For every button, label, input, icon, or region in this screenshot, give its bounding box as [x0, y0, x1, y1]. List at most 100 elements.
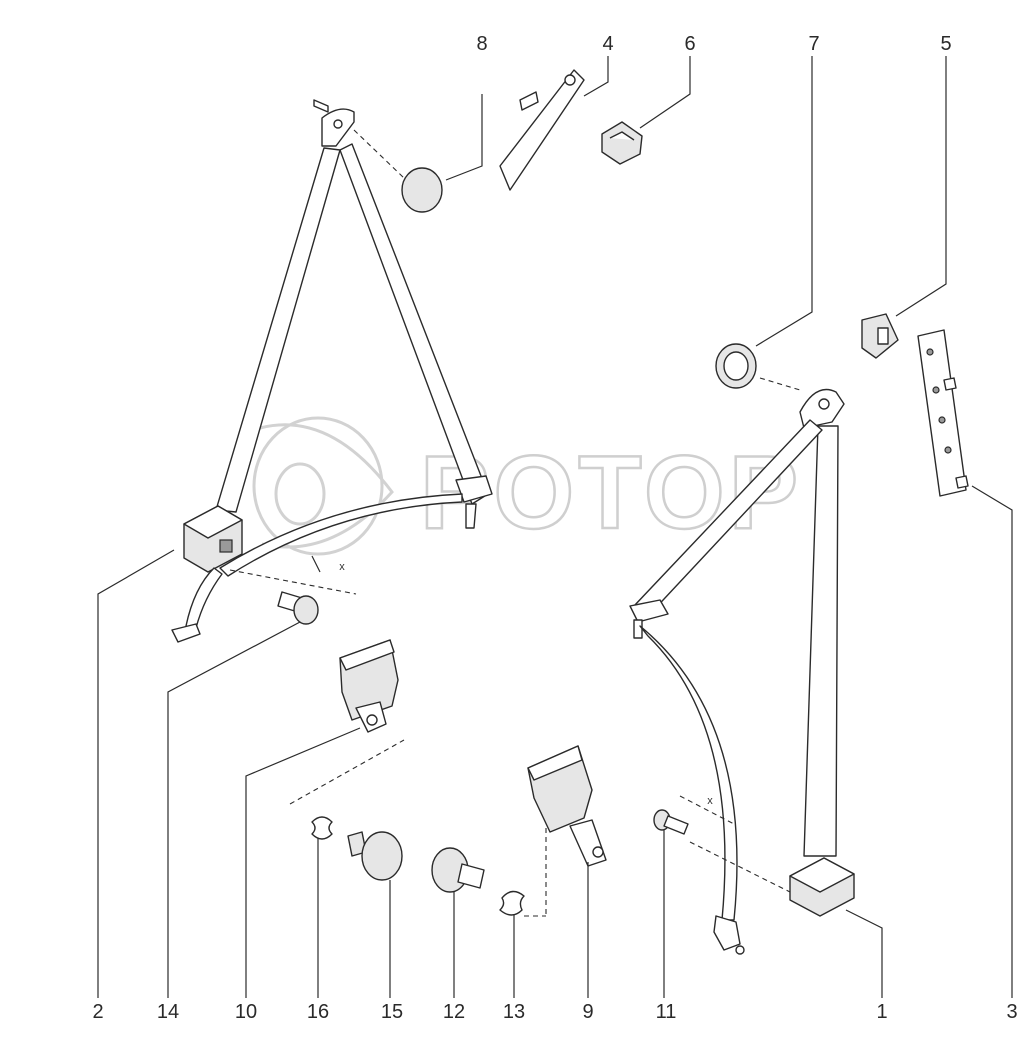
buckle-9-hole: [592, 846, 604, 858]
part-10-buckle: [289, 639, 405, 805]
right-belt-assembly: x: [629, 388, 855, 955]
callout-7: 7: [808, 33, 819, 55]
right-guide-tab: [633, 619, 643, 639]
right-retractor-dash: [689, 841, 791, 893]
callout-14: 14: [157, 1001, 179, 1023]
cap-7-dash: [759, 377, 801, 391]
right-lap-webbing: [639, 625, 738, 921]
leader-3: [971, 485, 1013, 998]
callout-11: 11: [656, 1001, 677, 1023]
buckle-10-dash: [289, 739, 405, 805]
left-anchor-stud: [313, 99, 329, 113]
callout-13: 13: [503, 1001, 525, 1023]
buckle-9-top: [527, 745, 583, 781]
watermark-logo-arc: [259, 423, 394, 549]
clip-6-body: [601, 121, 643, 165]
bolt-15-head: [361, 831, 403, 881]
leader-10: [245, 727, 361, 998]
rail-4-hole: [564, 74, 576, 86]
left-dimension-tick: [311, 555, 321, 573]
callout-5: 5: [940, 33, 951, 55]
part-5-clip: [861, 313, 899, 359]
part-4-rail: [499, 69, 585, 191]
right-webbing-vertical: [803, 425, 839, 857]
buckle-9-strap: [569, 819, 607, 867]
left-webbing-front: [215, 147, 341, 513]
cap-7-inner: [723, 351, 749, 381]
adjuster-3-hole-2: [932, 386, 940, 394]
watermark-logo-ring: [252, 416, 384, 556]
right-dimension-line: [679, 795, 735, 825]
callout-3: 3: [1006, 1001, 1017, 1023]
right-lower-anchor: [713, 915, 741, 951]
adjuster-3-hole-4: [944, 446, 952, 454]
right-retractor-top: [789, 857, 855, 893]
rail-4-stud: [519, 91, 539, 111]
left-retractor-clip: [219, 539, 233, 553]
right-dimension-label: x: [707, 795, 713, 807]
bolt-14-head: [293, 595, 319, 625]
part-3-adjuster: [917, 329, 969, 497]
part-9-buckle: [527, 745, 607, 916]
callout-15: 15: [381, 1001, 403, 1023]
buckle-10-top: [339, 639, 395, 671]
right-lower-anchor-stud: [735, 945, 745, 955]
left-lower-bracket: [185, 567, 223, 629]
leader-8: [445, 94, 483, 181]
adjuster-3-hole-3: [938, 416, 946, 424]
part-8-cap: [353, 129, 443, 213]
leader-lines: [97, 56, 1013, 998]
washer-16: [311, 816, 333, 840]
leader-14: [167, 621, 301, 998]
part-16-washer: [311, 816, 333, 840]
bolt-11-shank: [663, 815, 689, 835]
cap-8-dash: [353, 129, 405, 179]
callout-9: 9: [582, 1001, 593, 1023]
buckle-10-hole: [366, 714, 378, 726]
callout-10: 10: [235, 1001, 257, 1023]
right-webbing-guide: [629, 599, 669, 623]
adjuster-3-plate: [917, 329, 967, 497]
washer-13: [499, 890, 525, 916]
callout-12: 12: [443, 1001, 465, 1023]
callout-4: 4: [602, 33, 613, 55]
callout-1: 1: [876, 1001, 887, 1023]
part-15-bolt: [347, 831, 403, 881]
part-12-bolt: [431, 847, 485, 893]
callout-2: 2: [92, 1001, 103, 1023]
leader-5: [895, 56, 947, 317]
adjuster-3-stud-top: [943, 377, 957, 391]
adjuster-3-hole-1: [926, 348, 934, 356]
callout-labels: 8 4 6 7 5 2 14 10 16 15 12 13 9 11 1 3: [92, 33, 1017, 1023]
part-13-washer: [499, 890, 546, 917]
part-11-bolt: [653, 809, 689, 835]
leader-2: [97, 549, 175, 998]
callout-6: 6: [684, 33, 695, 55]
leader-4: [583, 56, 609, 97]
left-lower-bracket-foot: [171, 623, 201, 643]
leader-1: [845, 909, 883, 998]
right-upper-anchor-hole: [818, 398, 830, 410]
callout-16: 16: [307, 1001, 329, 1023]
rail-4-body: [499, 69, 585, 191]
left-dimension-label: x: [339, 561, 345, 573]
part-7-cap: [715, 343, 801, 391]
left-lap-webbing: [219, 493, 463, 577]
part-14-bolt: [277, 591, 319, 625]
left-retractor-top: [183, 505, 243, 539]
left-belt-assembly: x: [171, 99, 493, 643]
left-lower-tongue: [465, 503, 477, 529]
left-dimension-line: [229, 569, 357, 595]
bolt-12-shank: [457, 863, 485, 889]
cap-8-body: [401, 167, 443, 213]
part-6-clip: [601, 121, 643, 165]
clip-6-edge: [609, 131, 635, 141]
leader-7: [755, 56, 813, 347]
adjuster-3-stud-bottom: [955, 475, 969, 489]
callout-8: 8: [476, 33, 487, 55]
left-upper-anchor-hole: [333, 119, 343, 129]
clip-5-slot: [877, 327, 889, 345]
leader-6: [639, 56, 691, 129]
watermark-logo-eye: [274, 462, 326, 526]
